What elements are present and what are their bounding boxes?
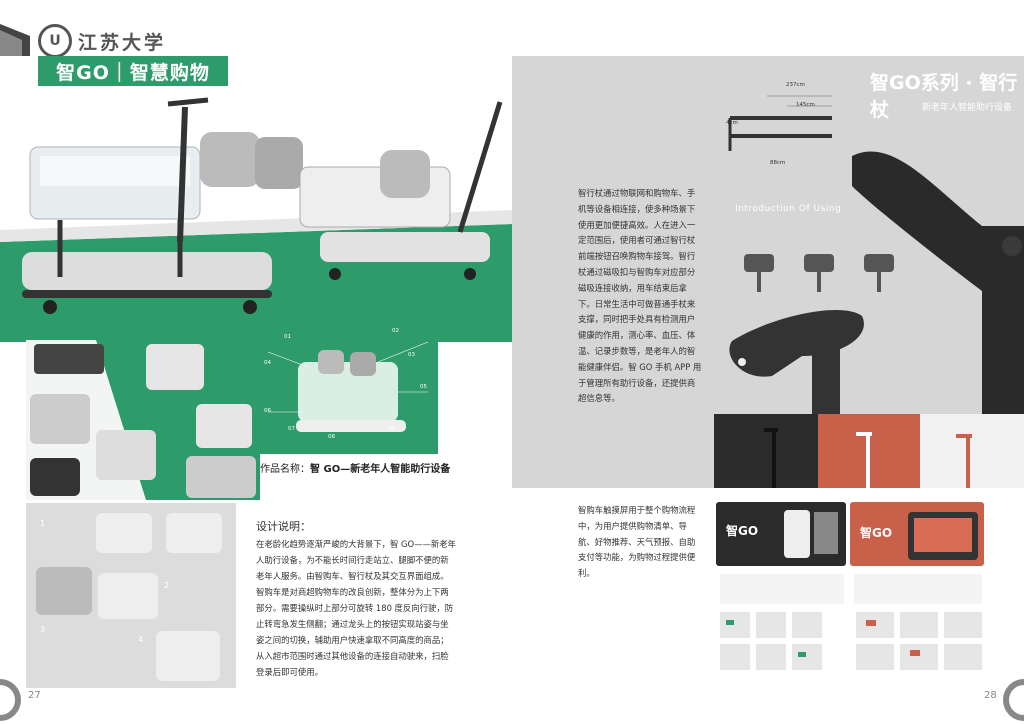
corner-decoration-bottom-right xyxy=(1003,679,1024,721)
app-brand-red: 智GO xyxy=(860,526,893,540)
diagram-label: 02 xyxy=(392,328,399,334)
cane-series-title: 智GO系列 · 智行杖 xyxy=(870,72,1018,121)
design-paragraph-2: 智购车是对商超购物车的改良创新，整体分为上下两部分。需要操纵时上部分可旋转 18… xyxy=(256,587,454,677)
logo-letter: U xyxy=(49,33,61,49)
app-screen-red: 智GO xyxy=(850,502,984,566)
cane-description-text: 智行杖通过物联网和购物车、手机等设备相连接，使多种场景下使用更加便捷高效。人在进… xyxy=(578,188,702,404)
design-description-title: 设计说明： xyxy=(256,520,311,533)
cane-color-tile-light xyxy=(920,414,1024,488)
design-description-text: 在老龄化趋势逐渐严峻的大背景下，智 GO——新老年人助行设备，为不能长时间行走站… xyxy=(256,536,456,680)
hero-product-image xyxy=(0,97,512,342)
dimension-label: 145cm xyxy=(796,102,815,108)
page-title: 智GO｜智慧购物 xyxy=(38,56,228,86)
step-label: 1 xyxy=(40,519,46,528)
dimension-label: 88cm xyxy=(770,160,786,166)
app-ui-flow-illustration xyxy=(720,574,982,670)
corner-decoration-bottom-left xyxy=(0,679,21,721)
page-number-left: 27 xyxy=(28,690,41,701)
university-name: 江苏大学 xyxy=(78,32,167,54)
step-label: 2 xyxy=(164,581,170,590)
design-paragraph-1: 在老龄化趋势逐渐严峻的大背景下，智 GO——新老年人助行设备，为不能长时间行走站… xyxy=(256,539,456,581)
diagram-label: 05 xyxy=(420,384,427,390)
diagram-label: 09 xyxy=(388,426,395,432)
corner-decoration-top-left xyxy=(0,24,30,56)
cart-detail-panel xyxy=(26,340,260,500)
step-label: 3 xyxy=(40,625,46,634)
cane-white-variant xyxy=(856,432,872,488)
university-logo: U xyxy=(38,24,72,58)
cane-red-variant xyxy=(956,434,972,488)
app-brand-dark: 智GO xyxy=(726,524,759,538)
diagram-label: 06 xyxy=(264,408,271,414)
cart-detail-illustration xyxy=(30,340,260,500)
cane-color-tile-dark xyxy=(714,414,818,488)
introduction-of-using-title: Introduction Of Using xyxy=(735,204,842,214)
product-name-value: 智 GO—新老年人智能助行设备 xyxy=(310,464,451,475)
usage-steps-panel: 1 2 3 4 xyxy=(26,503,236,688)
diagram-label: 08 xyxy=(328,434,335,440)
diagram-label: 07 xyxy=(288,426,295,432)
page-number-right: 28 xyxy=(984,690,997,701)
step-label: 4 xyxy=(138,635,144,644)
diagram-label: 01 xyxy=(284,334,291,340)
labelled-diagram-panel: 01 02 03 04 05 06 07 08 09 xyxy=(258,322,438,454)
cart-screen-description: 智购车触摸屏用于整个购物流程中，为用户提供购物清单、导航、好物推荐、天气预报、自… xyxy=(578,505,696,579)
product-name-prefix: 作品名称： xyxy=(260,464,310,475)
diagram-label: 04 xyxy=(264,360,271,366)
usage-steps-illustration xyxy=(36,513,222,683)
cane-color-tile-red xyxy=(818,414,920,488)
cane-series-subtitle: 新老年人智能助行设备 xyxy=(922,103,1013,113)
dimension-label: 237cm xyxy=(786,82,805,88)
labelled-cart-diagram xyxy=(267,341,429,432)
diagram-label: 03 xyxy=(408,352,415,358)
app-screen-dark: 智GO xyxy=(716,502,846,566)
dimension-label: 4cm xyxy=(726,120,738,126)
product-name: 作品名称：智 GO—新老年人智能助行设备 xyxy=(260,460,450,475)
cane-black-variant xyxy=(764,428,778,488)
